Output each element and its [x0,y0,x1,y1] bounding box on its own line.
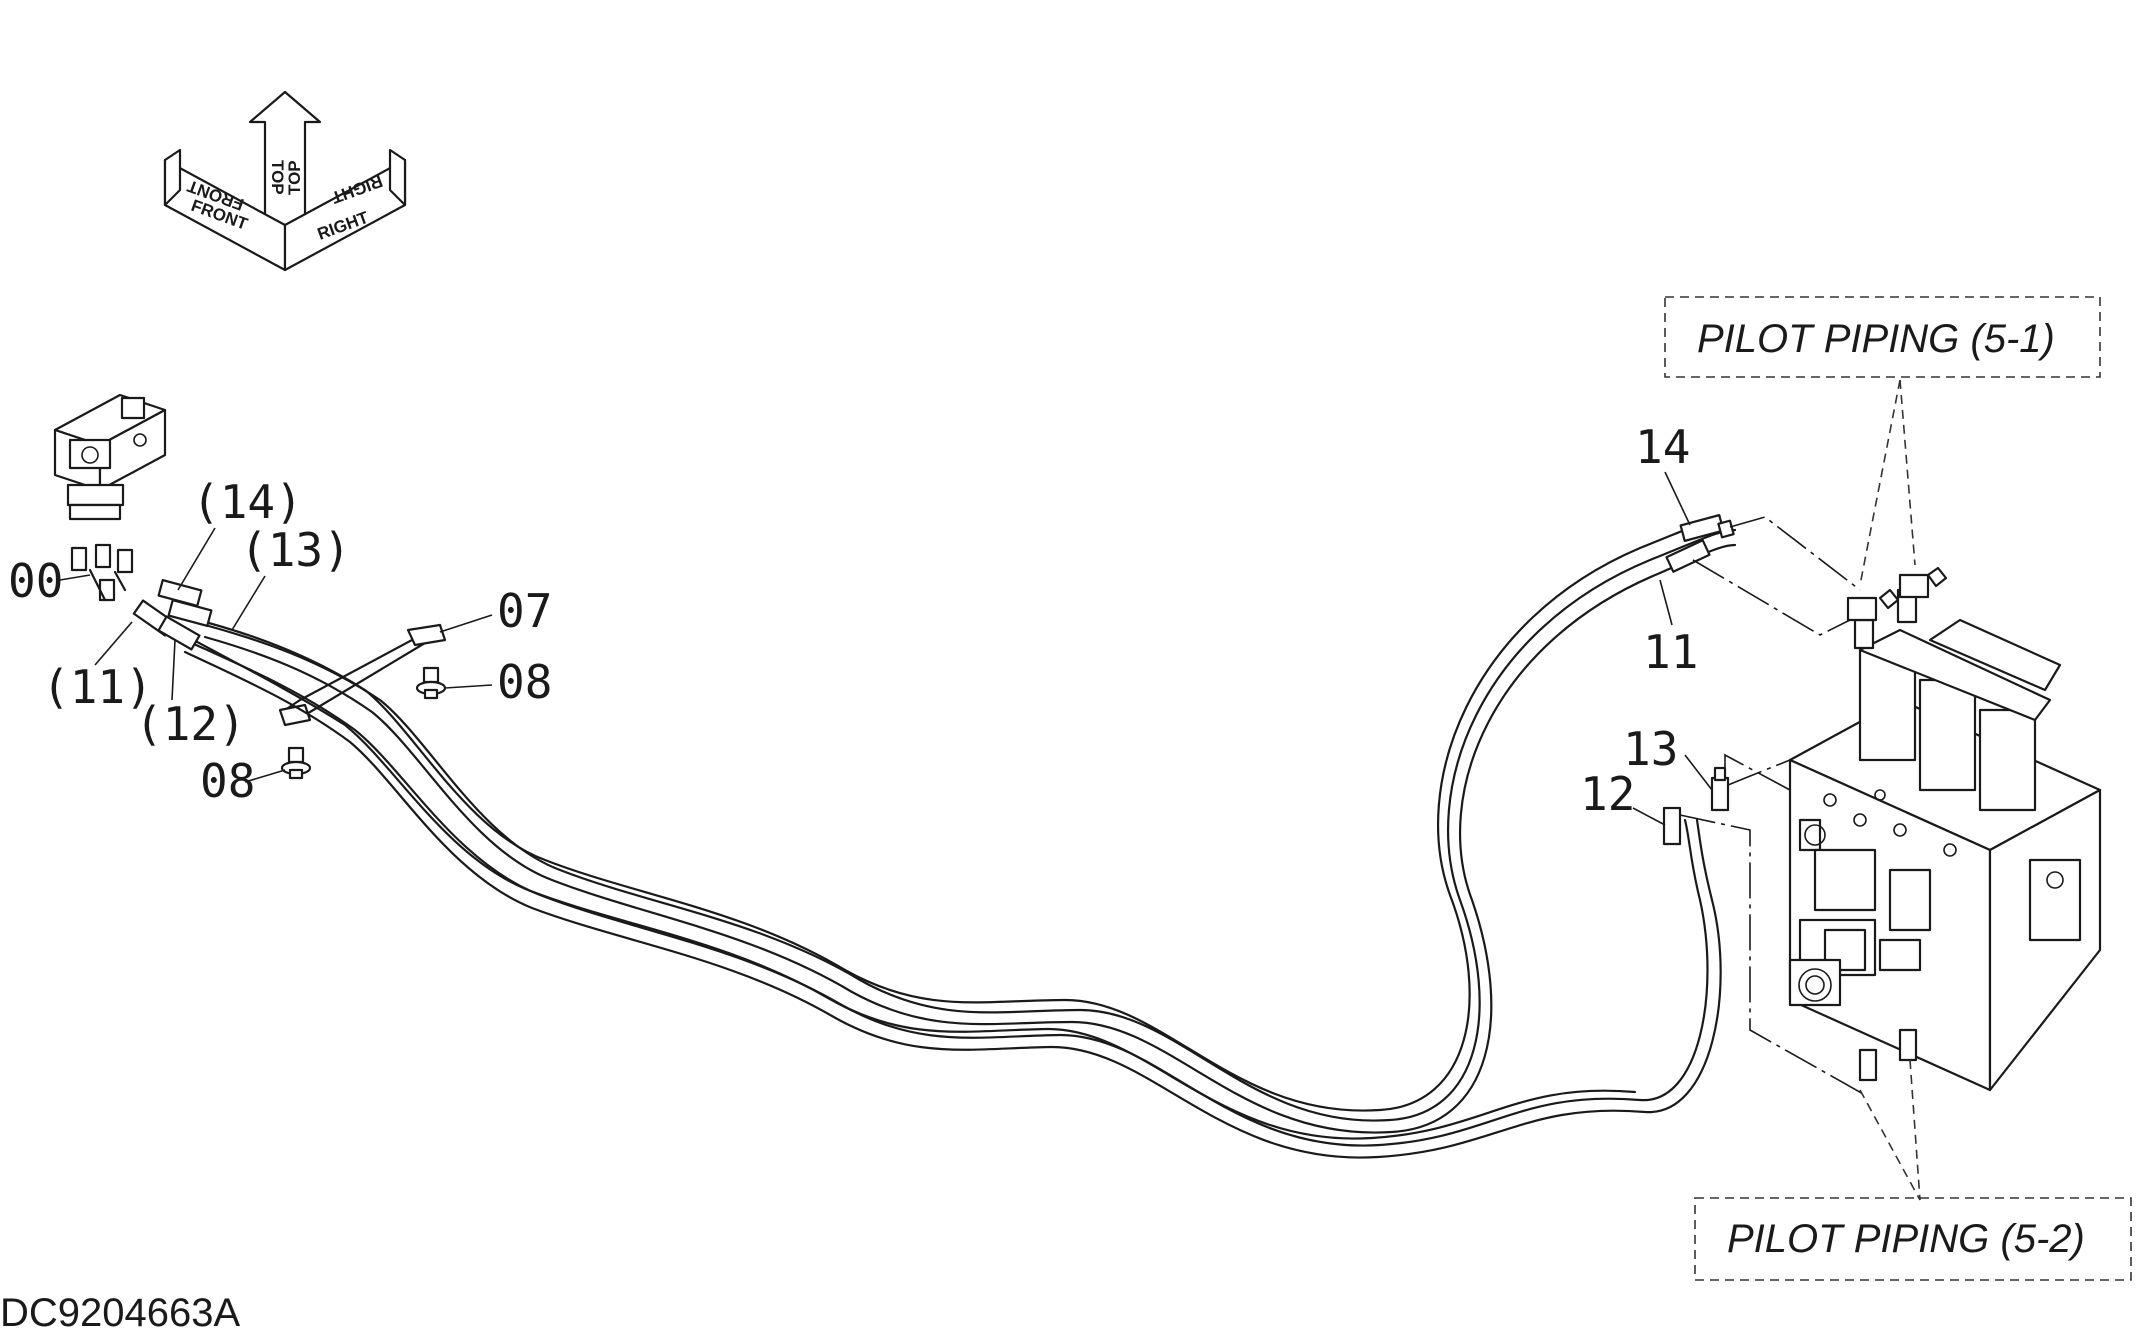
hose-clamp-bracket [278,623,447,727]
part-label-13: 13 [1623,722,1678,776]
part-label-07: 07 [497,584,552,638]
reference-box-pilot-piping-2: PILOT PIPING (5-2) [1694,1197,2132,1281]
pilot-valve [53,393,167,521]
part-label-13-ref: (13) [240,523,351,577]
label-group-11-ref: (11) [42,621,153,714]
orientation-top: TOP [268,160,287,195]
drawing-code: DC9204663A [0,1291,240,1335]
hose-end-fittings-left [132,578,213,651]
label-group-08-upper: 08 [444,655,552,709]
bolt-08-upper [415,666,447,700]
label-group-12-ref: (12) [135,639,246,751]
label-group-13-ref: (13) [231,523,351,631]
reference-box-pilot-piping-1: PILOT PIPING (5-1) [1664,296,2101,378]
reference-leaders [1859,379,1921,1201]
label-group-07: 07 [439,584,552,638]
label-group-00: 00 [8,554,91,608]
pilot-valve-fittings [70,543,134,602]
orientation-top-mirror: TOP [285,160,304,195]
part-label-14-ref: (14) [192,475,303,529]
reference-pilot-piping-2: PILOT PIPING (5-2) [1727,1217,2085,1261]
part-label-14: 14 [1635,420,1690,474]
label-group-11: 11 [1643,579,1698,679]
part-label-11: 11 [1643,625,1698,679]
control-valve-top-fittings [1846,566,1948,622]
label-group-14: 14 [1635,420,1691,526]
orientation-indicator: FRONT FRONT TOP TOP RIGHT RIGHT [163,90,407,272]
hose-end-fittings-right-upper [1665,513,1735,573]
label-group-08-lower: 08 [200,754,286,808]
hose-end-fittings-right-lower [1662,766,1730,846]
part-label-08-upper: 08 [497,655,552,709]
hose-bundle [173,516,1737,1159]
part-label-12-ref: (12) [135,697,246,751]
control-valve [1788,588,2102,1092]
part-label-00: 00 [8,554,63,608]
connection-lines-upper [1692,516,1861,636]
label-group-13: 13 [1623,722,1713,791]
part-label-11-ref: (11) [42,660,153,714]
label-group-12: 12 [1580,767,1666,826]
reference-pilot-piping-1: PILOT PIPING (5-1) [1697,317,2055,361]
part-label-12: 12 [1580,767,1635,821]
connection-lines-lower [1679,753,1866,1096]
label-group-14-ref: (14) [177,475,303,591]
bolt-08-lower [280,746,312,780]
